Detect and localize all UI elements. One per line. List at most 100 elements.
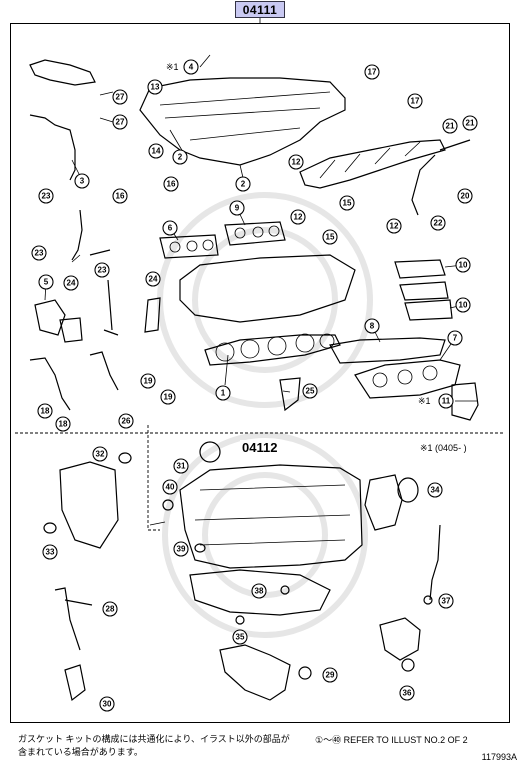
section-code-04112[interactable]: 04112 [240,440,280,455]
cylinder-head-gasket [204,334,341,366]
callout-40[interactable]: 40 [162,479,178,495]
callout-markers: 1 2 2 3 4 5 6 7 8 9 10 10 11 12 12 12 13… [31,59,478,712]
callout-10a[interactable]: 10 [455,257,471,273]
callout-35[interactable]: 35 [232,629,248,645]
svg-text:10: 10 [459,261,468,270]
callout-25[interactable]: 25 [302,383,318,399]
callout-31[interactable]: 31 [173,458,189,474]
callout-5[interactable]: 5 [38,274,54,290]
callout-7[interactable]: 7 [447,330,463,346]
callout-39[interactable]: 39 [173,541,189,557]
callout-37[interactable]: 37 [438,593,454,609]
note-marker-11: ※1 [418,396,431,406]
callout-19a[interactable]: 19 [140,373,156,389]
seal-35 [235,615,245,625]
callout-27a[interactable]: 27 [112,89,128,105]
callout-32[interactable]: 32 [92,446,108,462]
water-inlet-housing [59,317,83,343]
callout-4[interactable]: 4 [183,59,199,75]
callout-15b[interactable]: 15 [322,229,338,245]
callout-9[interactable]: 9 [229,200,245,216]
timing-cover [59,461,119,549]
gasket-29 [298,666,312,680]
subassembly-dash-link [147,425,160,531]
callout-26[interactable]: 26 [118,413,134,429]
svg-text:15: 15 [326,233,335,242]
callout-29[interactable]: 29 [322,667,338,683]
callout-23c[interactable]: 23 [94,262,110,278]
callout-1[interactable]: 1 [215,385,231,401]
gasket-31 [199,441,221,463]
callout-18b[interactable]: 18 [55,416,71,432]
callout-3[interactable]: 3 [74,173,90,189]
callout-17a[interactable]: 17 [364,64,380,80]
svg-text:18: 18 [41,407,50,416]
callout-24a[interactable]: 24 [63,275,79,291]
callout-12b[interactable]: 12 [290,209,306,225]
svg-text:22: 22 [434,219,443,228]
callout-16a[interactable]: 16 [163,176,179,192]
callout-2a[interactable]: 2 [172,149,188,165]
svg-text:31: 31 [177,462,186,471]
svg-text:30: 30 [103,700,112,709]
callout-19b[interactable]: 19 [160,389,176,405]
callout-14[interactable]: 14 [148,143,164,159]
callout-2b[interactable]: 2 [235,176,251,192]
callout-33[interactable]: 33 [42,544,58,560]
callout-27b[interactable]: 27 [112,114,128,130]
svg-text:35: 35 [236,633,245,642]
svg-text:17: 17 [368,68,377,77]
callout-21a[interactable]: 21 [442,118,458,134]
washer-40 [162,499,174,511]
svg-text:21: 21 [446,122,455,131]
callout-18a[interactable]: 18 [37,403,53,419]
svg-text:19: 19 [164,393,173,402]
intake-manifold [299,139,446,189]
callout-23a[interactable]: 23 [38,188,54,204]
section-code-04111[interactable]: 04111 [235,1,285,18]
callout-8[interactable]: 8 [364,318,380,334]
callout-21b[interactable]: 21 [462,115,478,131]
exhaust-pipe-gasket [451,382,479,421]
svg-text:23: 23 [42,192,51,201]
oil-pump-assembly [379,617,421,661]
callout-13[interactable]: 13 [147,79,163,95]
callout-6[interactable]: 6 [162,220,178,236]
callout-12c[interactable]: 12 [386,218,402,234]
plug-38 [280,585,290,595]
svg-text:2: 2 [178,153,183,162]
callout-15a[interactable]: 15 [339,195,355,211]
svg-text:15: 15 [343,199,352,208]
thermostat-30 [64,664,86,702]
figure-id: 117993A [481,752,517,762]
svg-text:7: 7 [453,334,458,343]
callout-30[interactable]: 30 [99,696,115,712]
o-ring-39 [194,543,206,553]
callout-17b[interactable]: 17 [407,93,423,109]
callout-36[interactable]: 36 [399,685,415,701]
svg-text:17: 17 [411,97,420,106]
callout-10b[interactable]: 10 [455,297,471,313]
callout-20[interactable]: 20 [457,188,473,204]
callout-11[interactable]: 11 [438,393,454,409]
svg-text:2: 2 [241,180,246,189]
oil-strainer-gasket [189,569,331,616]
oil-pan-gasket [179,464,363,569]
svg-text:12: 12 [292,158,301,167]
intake-manifold-gasket-7 [354,359,461,399]
callout-28[interactable]: 28 [102,601,118,617]
crank-seal-34 [397,477,419,503]
callout-38[interactable]: 38 [251,583,267,599]
callout-22[interactable]: 22 [430,215,446,231]
water-bypass-pipe [29,114,76,181]
callout-34[interactable]: 34 [427,482,443,498]
callout-16b[interactable]: 16 [112,188,128,204]
rear-oil-seal-retainer [364,474,403,531]
svg-text:18: 18 [59,420,68,429]
callout-12a[interactable]: 12 [288,154,304,170]
svg-text:12: 12 [390,222,399,231]
note-marker-4: ※1 [166,62,179,72]
callout-23b[interactable]: 23 [31,245,47,261]
callout-24b[interactable]: 24 [145,271,161,287]
